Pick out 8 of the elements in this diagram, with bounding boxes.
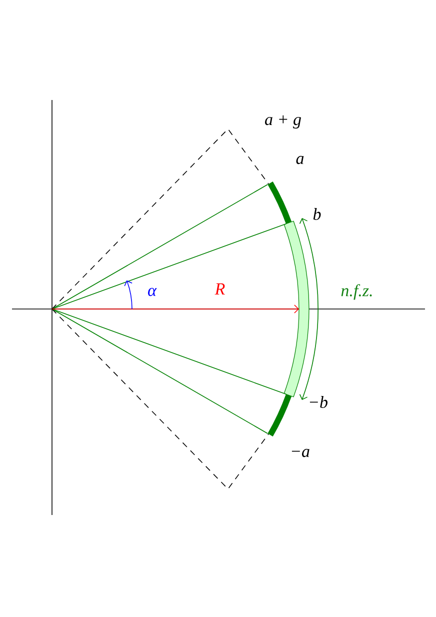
point-label: a + g bbox=[265, 115, 301, 129]
zone-label: n.f.z. bbox=[341, 284, 372, 300]
point-label: a bbox=[296, 156, 304, 164]
point-label: −a bbox=[292, 448, 310, 458]
point-label: b bbox=[313, 208, 321, 220]
point-label: −b bbox=[310, 396, 328, 408]
radius-label: R bbox=[214, 283, 225, 295]
angle-label: α bbox=[148, 288, 157, 296]
